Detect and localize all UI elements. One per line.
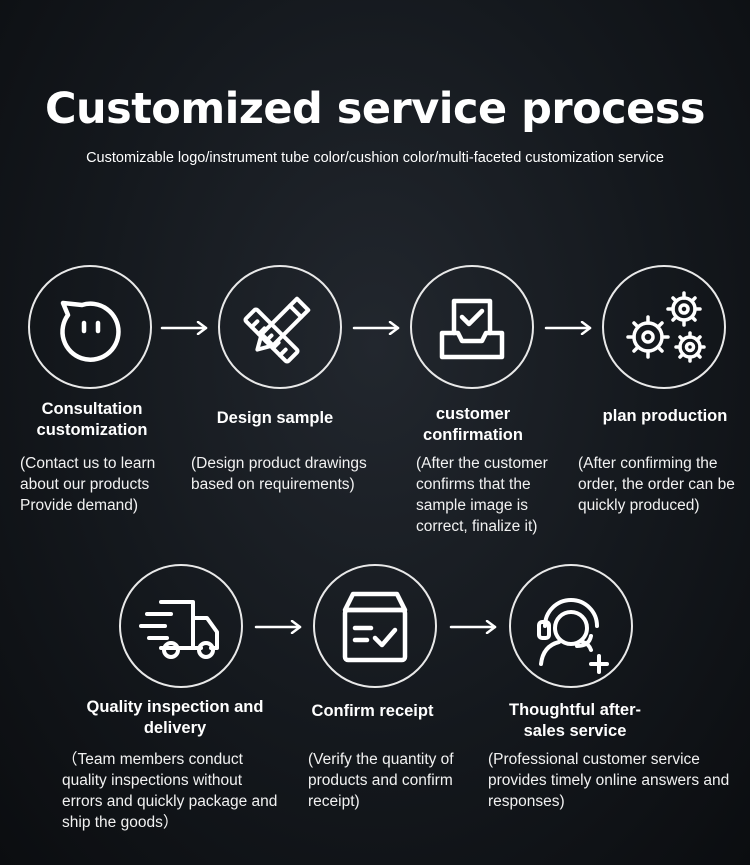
arrow-5-to-6 xyxy=(254,620,302,634)
step-6-desc: (Verify the quantity of products and con… xyxy=(308,751,454,810)
step-7-circle xyxy=(509,564,633,688)
step-4-desc: (After confirming the order, the order c… xyxy=(578,455,735,514)
arrow-2-to-3 xyxy=(352,321,400,335)
chat-face-icon xyxy=(60,300,121,362)
step-2-desc: (Design product drawings based on requir… xyxy=(191,455,367,493)
step-1-circle xyxy=(28,265,152,389)
step-1-desc: (Contact us to learn about our products … xyxy=(20,455,156,514)
arrow-1-to-2 xyxy=(160,321,208,335)
box-check-icon xyxy=(342,591,408,663)
inbox-check-icon xyxy=(439,298,505,360)
arrow-3-to-4 xyxy=(544,321,592,335)
step-3-circle xyxy=(410,265,534,389)
step-6-circle xyxy=(313,564,437,688)
arrow-6-to-7 xyxy=(449,620,497,634)
headset-support-icon xyxy=(537,598,609,674)
step-3-desc: (After the customer confirms that the sa… xyxy=(416,455,548,535)
step-2-circle xyxy=(218,265,342,389)
delivery-truck-icon xyxy=(139,600,219,659)
step-6-label: Confirm receipt xyxy=(311,702,434,720)
pencil-ruler-icon xyxy=(243,296,311,364)
step-5-label: Quality inspection and delivery xyxy=(86,698,264,737)
gears-icon xyxy=(626,291,706,363)
step-2-label: Design sample xyxy=(216,409,334,427)
page-subtitle: Customizable logo/instrument tube color/… xyxy=(86,150,664,166)
step-3-label: customer confirmation xyxy=(423,405,523,444)
step-7-desc: (Professional customer service provides … xyxy=(488,751,730,810)
step-5-circle xyxy=(119,564,243,688)
page-title: Customized service process xyxy=(44,84,706,134)
step-1-label: Consultation customization xyxy=(36,400,148,439)
step-5-desc: （Team members conduct quality inspection… xyxy=(62,751,278,831)
step-7-label: Thoughtful after-sales service xyxy=(509,701,641,740)
step-4-label: plan production xyxy=(602,407,728,425)
step-4-circle xyxy=(602,265,726,389)
